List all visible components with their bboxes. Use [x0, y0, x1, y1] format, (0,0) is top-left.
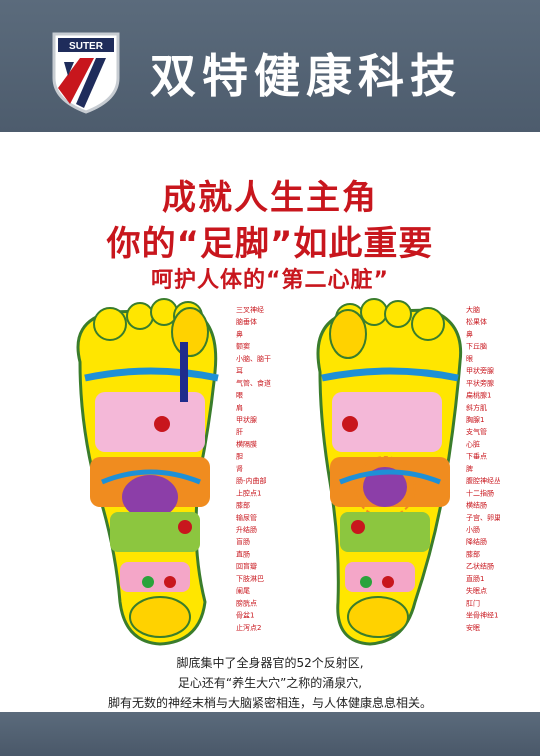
right-foot-label: 坐骨神经1 — [466, 611, 498, 620]
headline-3: 呵护人体的“第二心脏” — [151, 268, 389, 293]
left-foot-label: 三叉神经 — [236, 305, 264, 314]
left-foot-label: 盲肠 — [236, 537, 250, 546]
left-foot-label: 升结肠 — [236, 525, 257, 534]
left-foot-label: 止泻点2 — [236, 623, 261, 632]
right-foot-label: 鼻 — [466, 329, 473, 338]
brand-header: SUTER 双特健康科技 — [0, 0, 540, 132]
headline-1: 成就人生主角 — [162, 178, 378, 218]
right-foot-label: 平状旁腺 — [466, 378, 494, 387]
right-foot-illustration — [316, 298, 463, 646]
right-foot-label: 降结肠 — [466, 537, 487, 546]
left-foot-label: 膀胱点 — [236, 598, 257, 607]
right-foot-label: 安眠 — [466, 623, 480, 632]
right-foot-label: 心脏 — [466, 439, 480, 448]
left-foot-label: 回盲瓣 — [236, 562, 257, 571]
left-foot-label: 胆 — [236, 453, 243, 461]
right-foot-label: 大脑 — [466, 305, 480, 314]
left-foot-label: 肝 — [236, 428, 243, 436]
right-foot-label: 失眠点 — [466, 586, 487, 595]
caption-line-2: 足心还有“养生大穴”之称的涌泉穴, — [177, 676, 363, 690]
logo-text: SUTER — [69, 41, 104, 52]
left-foot-label: 肩 — [236, 403, 243, 412]
right-foot-label: 横结肠 — [466, 501, 487, 510]
right-foot-label: 扁桃腺1 — [466, 391, 491, 400]
right-foot-label: 支气管 — [466, 427, 487, 436]
right-foot-label: 子宫、卵巢1 — [466, 513, 500, 522]
left-foot-label: 输尿管 — [236, 513, 257, 522]
left-foot-label: 眼 — [236, 392, 243, 400]
right-foot-label: 肛门 — [466, 598, 480, 607]
left-foot-label: 耳 — [236, 367, 243, 375]
right-foot-label: 松果体 — [466, 317, 487, 326]
left-foot-illustration — [76, 298, 219, 646]
left-foot-label: 下肢淋巴 — [236, 574, 264, 583]
left-foot-label: 肠-内曲部 — [236, 476, 267, 485]
suter-shield-logo: SUTER — [52, 32, 120, 114]
left-foot-label: 脑垂体 — [236, 317, 257, 326]
left-foot-labels: 三叉神经脑垂体鼻额窦小脑、脑干耳气管、食道眼肩甲状腺肝横隔膜胆肾肠-内曲部上腔点… — [236, 305, 271, 632]
caption-line-1: 脚底集中了全身器官的52个反射区, — [176, 656, 364, 670]
right-foot-label: 小肠 — [466, 525, 480, 534]
right-foot-label: 胸腺1 — [466, 415, 484, 424]
caption-line-3: 脚有无数的神经末梢与大脑紧密相连，与人体健康息息相关。 — [107, 696, 432, 710]
left-foot-label: 小脑、脑干 — [236, 354, 271, 363]
left-foot-label: 鼻 — [236, 329, 243, 338]
left-foot-label: 阑尾 — [236, 586, 250, 595]
left-foot-label: 甲状腺 — [236, 415, 257, 424]
right-foot-label: 下垂点 — [466, 452, 487, 461]
left-foot-label: 直肠 — [236, 549, 250, 558]
right-foot-label: 脾 — [466, 464, 473, 473]
brand-title: 双特健康科技 — [150, 49, 462, 103]
right-foot-label: 十二指肠 — [466, 488, 494, 497]
left-foot-label: 肾 — [236, 464, 243, 473]
right-foot-label: 眼 — [466, 355, 473, 363]
foot-reflexology-map: 三叉神经脑垂体鼻额窦小脑、脑干耳气管、食道眼肩甲状腺肝横隔膜胆肾肠-内曲部上腔点… — [76, 298, 500, 646]
headline-2: 你的“足脚”如此重要 — [106, 224, 434, 264]
right-foot-label: 乙状结肠 — [466, 562, 494, 571]
right-foot-label: 斜方肌 — [466, 403, 487, 412]
left-foot-label: 上腔点1 — [236, 488, 261, 497]
left-foot-label: 骨盆1 — [236, 611, 254, 620]
right-foot-label: 膝部 — [466, 549, 480, 558]
left-foot-label: 气管、食道 — [236, 378, 271, 387]
right-foot-label: 下丘脑 — [466, 342, 487, 351]
right-foot-label: 直肠1 — [466, 574, 484, 583]
right-foot-label: 腹腔神经丛 — [466, 476, 500, 485]
left-foot-label: 额窦 — [236, 342, 250, 351]
brand-footer — [0, 712, 540, 756]
right-foot-label: 甲状旁腺 — [466, 366, 494, 375]
poster: 成就人生主角 你的“足脚”如此重要 呵护人体的“第二心脏” — [0, 132, 540, 712]
left-foot-label: 膝部 — [236, 501, 250, 510]
left-foot-label: 横隔膜 — [236, 439, 257, 448]
